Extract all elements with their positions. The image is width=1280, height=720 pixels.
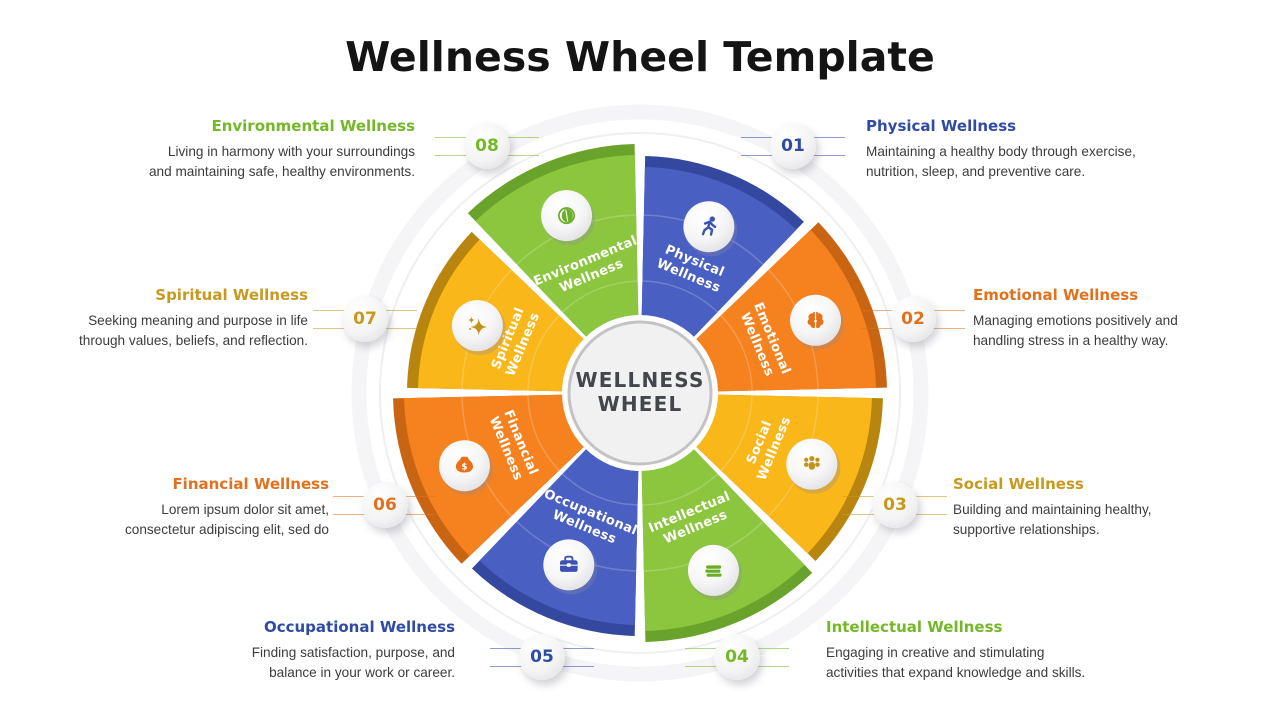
callout-intellectual: Intellectual Wellness Engaging in creati… bbox=[826, 618, 1176, 682]
callout-environmental: Environmental Wellness Living in harmony… bbox=[65, 117, 415, 181]
badge-01: 01 bbox=[741, 123, 845, 169]
svg-text:$: $ bbox=[462, 463, 468, 473]
callout-heading: Occupational Wellness bbox=[263, 618, 455, 636]
callout-financial: Financial Wellness Lorem ipsum dolor sit… bbox=[0, 475, 329, 539]
background-halo-ring bbox=[351, 104, 929, 682]
sparkles-icon bbox=[451, 300, 506, 356]
badge-06: 06 bbox=[333, 482, 437, 528]
decorative-arc bbox=[461, 214, 819, 572]
callout-heading: Social Wellness bbox=[953, 475, 1084, 493]
runner-icon bbox=[683, 201, 738, 257]
callout-description: Building and maintaining healthy,support… bbox=[953, 502, 1152, 537]
callout-description: Living in harmony with your surroundings… bbox=[149, 144, 415, 179]
center-disc bbox=[567, 320, 713, 466]
badge-number: 08 bbox=[464, 123, 510, 169]
callout-heading: Intellectual Wellness bbox=[826, 618, 1003, 636]
callout-heading: Financial Wellness bbox=[172, 475, 329, 493]
badge-number: 03 bbox=[872, 482, 918, 528]
callout-spiritual: Spiritual Wellness Seeking meaning and p… bbox=[0, 286, 308, 350]
money-bag-icon: $ bbox=[438, 440, 493, 496]
decorative-arc bbox=[527, 280, 753, 506]
callout-heading: Physical Wellness bbox=[866, 117, 1017, 135]
badge-04: 04 bbox=[685, 634, 789, 680]
callout-description: Lorem ipsum dolor sit amet,consectetur a… bbox=[124, 502, 329, 537]
badge-number: 02 bbox=[890, 296, 936, 342]
brain-icon bbox=[790, 294, 845, 350]
globe-leaf-icon bbox=[541, 190, 596, 246]
callout-occupational: Occupational Wellness Finding satisfacti… bbox=[105, 618, 455, 682]
callout-heading: Spiritual Wellness bbox=[155, 286, 308, 304]
badge-number: 05 bbox=[519, 634, 565, 680]
briefcase-icon bbox=[543, 539, 598, 595]
callout-physical: Physical Wellness Maintaining a healthy … bbox=[866, 117, 1216, 181]
callout-heading: Emotional Wellness bbox=[973, 286, 1139, 304]
books-icon bbox=[687, 544, 742, 600]
page-title: Wellness Wheel Template bbox=[345, 33, 935, 81]
badge-08: 08 bbox=[435, 123, 539, 169]
background-halo-ring bbox=[379, 132, 901, 654]
badge-03: 03 bbox=[843, 482, 947, 528]
callout-emotional: Emotional Wellness Managing emotions pos… bbox=[973, 286, 1280, 350]
badge-number: 01 bbox=[770, 123, 816, 169]
badge-02: 02 bbox=[861, 296, 965, 342]
badge-number: 04 bbox=[714, 634, 760, 680]
badge-07: 07 bbox=[313, 296, 417, 342]
badge-number: 07 bbox=[342, 296, 388, 342]
people-icon bbox=[786, 438, 841, 494]
callout-social: Social Wellness Building and maintaining… bbox=[953, 475, 1280, 539]
callout-description: Maintaining a healthy body through exerc… bbox=[866, 144, 1136, 179]
badge-number: 06 bbox=[362, 482, 408, 528]
callout-heading: Environmental Wellness bbox=[211, 117, 415, 135]
badge-05: 05 bbox=[490, 634, 594, 680]
